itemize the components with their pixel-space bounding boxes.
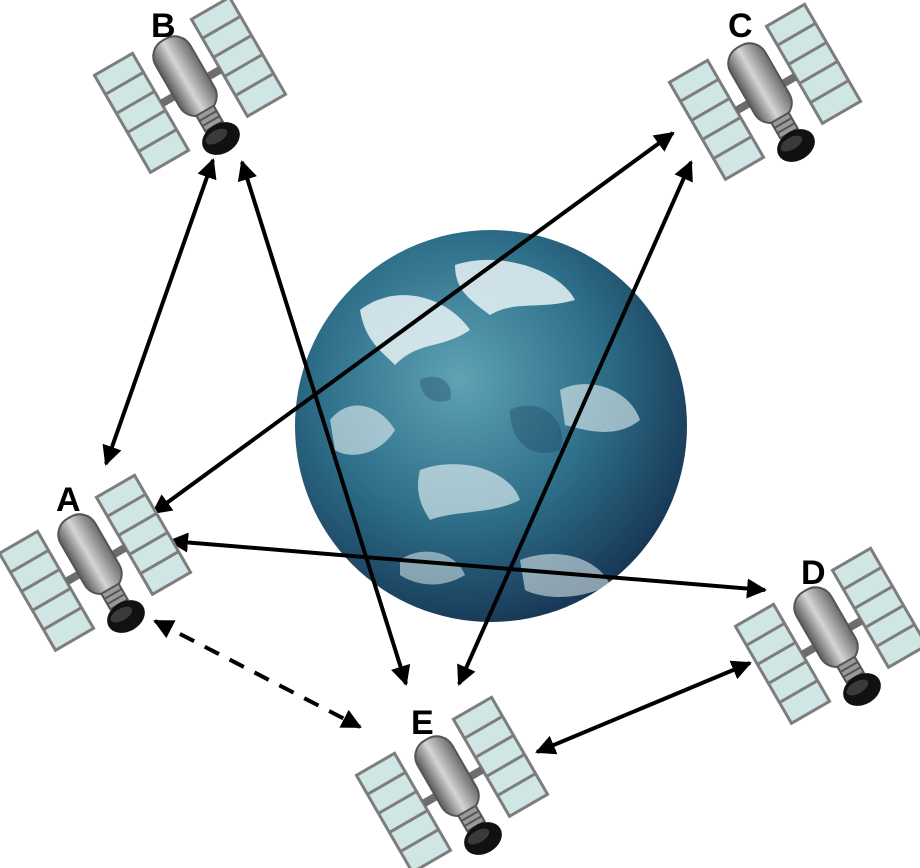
node-label-a: A [56,481,81,519]
node-label-d: D [801,554,826,592]
satellite-a [0,473,203,670]
link-d-e [535,660,752,755]
link-c-e [457,160,693,686]
node-label-b: B [151,7,176,45]
node-label-c: C [728,7,753,45]
link-b-e [237,160,411,686]
links-layer [102,131,767,755]
satellite-c [667,2,873,199]
node-label-e: E [411,704,434,742]
satellite-e [354,695,560,868]
earth-globe [295,230,687,622]
link-a-e [153,619,362,729]
satellite-d [733,546,920,743]
satellite-b [92,0,298,192]
link-a-b [102,158,217,466]
